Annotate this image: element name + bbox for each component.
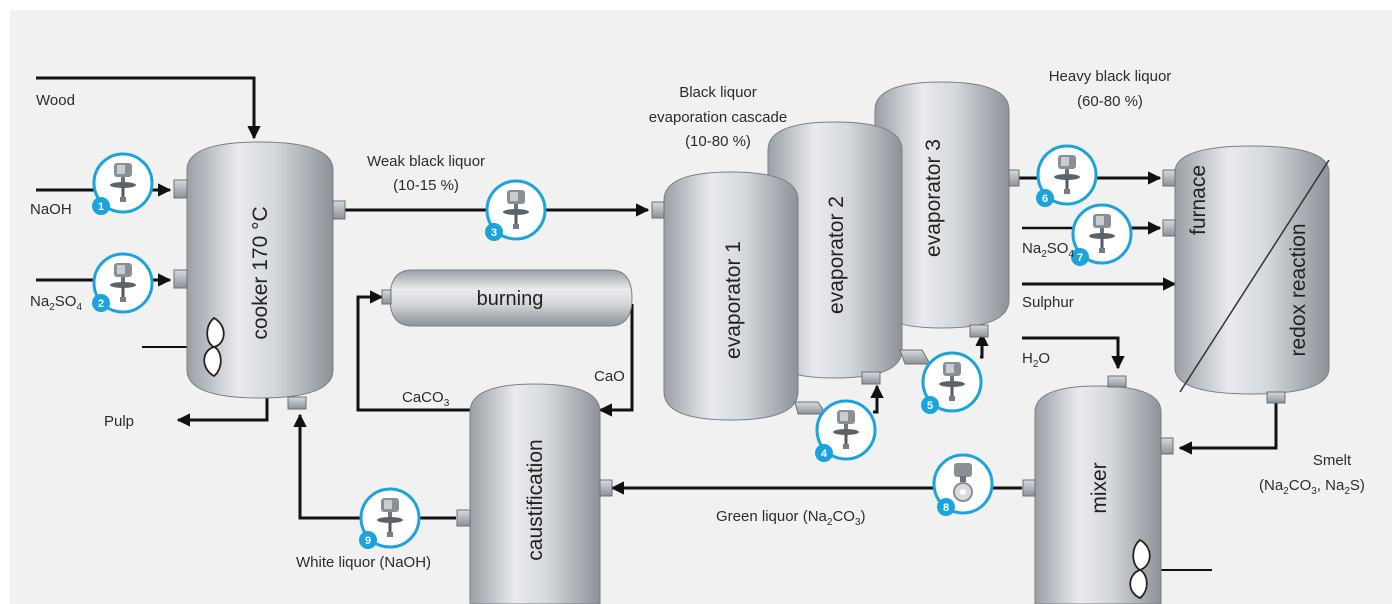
na2so4-cooker-label: Na2SO4 — [30, 293, 82, 313]
green-co: CO — [832, 508, 855, 525]
caustification-label: caustification — [524, 439, 547, 560]
cooker-vessel — [173, 141, 346, 410]
instrument-8[interactable]: 8 — [932, 453, 994, 516]
caco3-label: CaCO3 — [402, 389, 450, 409]
white-liquor-label: White liquor (NaOH) — [296, 554, 431, 571]
smelt-co: CO — [1289, 477, 1312, 494]
caustification-vessel — [456, 383, 613, 604]
weak-liquor-label-2: (10-15 %) — [393, 177, 459, 194]
heavy-liquor-label-1: Heavy black liquor — [1049, 68, 1172, 85]
mixer-label: mixer — [1088, 462, 1111, 513]
h2o-h: H — [1022, 350, 1033, 367]
wood-line — [36, 76, 261, 140]
na2so4-furnace-na: Na — [1022, 240, 1042, 257]
green-close: ) — [861, 508, 866, 525]
evaporator-1-vessel — [651, 171, 827, 421]
instrument-2[interactable]: 2 — [92, 252, 154, 314]
smelt-sub-1: 2 — [1283, 486, 1289, 497]
green-main: Green liquor (Na — [716, 508, 828, 525]
green-sub-1: 2 — [827, 517, 833, 528]
evap2-to-3-line-2 — [975, 332, 989, 359]
furnace-label: furnace — [1187, 165, 1210, 235]
smelt-na2: , Na — [1317, 477, 1345, 494]
white-liquor-line-2 — [293, 413, 360, 520]
green-liquor-label: Green liquor (Na2CO3) — [716, 508, 866, 528]
evap1-to-2-line-2 — [870, 384, 884, 414]
instrument-4[interactable]: 4 — [815, 399, 877, 462]
evaporator-3-label: evaporator 3 — [922, 139, 945, 257]
smelt-sub-3: 2 — [1344, 486, 1350, 497]
na2so4-cooker-na: Na — [30, 293, 50, 310]
instrument-7-number: 7 — [1077, 252, 1083, 264]
na2so4-cooker-sub: 2 — [49, 302, 55, 313]
instrument-9-number: 9 — [365, 535, 371, 547]
instrument-4-number: 4 — [821, 448, 828, 460]
mixer-agitator-icon — [1129, 538, 1151, 600]
cascade-label-3: (10-80 %) — [685, 133, 751, 150]
na2so4-cooker-sub2: 4 — [76, 302, 82, 313]
smelt-label-1: Smelt — [1313, 452, 1352, 469]
instrument-1[interactable]: 1 — [92, 152, 154, 215]
burning-label: burning — [477, 288, 544, 310]
smelt-s: S) — [1350, 477, 1365, 494]
na2so4-furnace-so: SO — [1047, 240, 1069, 257]
na2so4-cooker-so: SO — [55, 293, 77, 310]
green-sub-2: 3 — [855, 517, 861, 528]
instrument-6[interactable]: 6 — [1036, 144, 1098, 207]
flow-lines — [36, 76, 1278, 571]
evaporator-2-label: evaporator 2 — [825, 196, 848, 314]
h2o-sub: 2 — [1033, 359, 1039, 370]
caco3-line — [356, 290, 470, 412]
cooker-label: cooker 170 °C — [249, 206, 272, 339]
instrument-5-number: 5 — [927, 400, 933, 412]
cao-label: CaO — [594, 368, 625, 385]
furnace-vessel — [1162, 145, 1330, 404]
cao-line — [598, 304, 634, 417]
instrument-2-number: 2 — [98, 298, 104, 310]
cascade-label-1: Black liquor — [679, 84, 757, 101]
smelt-sub-2: 3 — [1311, 486, 1317, 497]
wood-label: Wood — [36, 92, 75, 109]
pulp-label: Pulp — [104, 413, 134, 430]
instrument-9[interactable]: 9 — [359, 487, 421, 549]
instrument-3-number: 3 — [491, 227, 497, 239]
instrument-7[interactable]: 7 — [1071, 203, 1133, 266]
evaporator-1-label: evaporator 1 — [722, 241, 745, 359]
mixer-vessel — [1022, 375, 1174, 604]
burning-vessel — [381, 269, 633, 327]
instrument-6-number: 6 — [1042, 193, 1048, 205]
na2so4-furnace-sub2: 4 — [1068, 249, 1074, 260]
instrument-8-number: 8 — [943, 502, 949, 514]
caco3-sub: 3 — [444, 398, 450, 409]
evaporator-3-vessel — [874, 81, 1020, 338]
caco3-main: CaCO — [402, 389, 444, 406]
h2o-line — [1022, 336, 1125, 370]
cooker-agitator-icon — [203, 316, 225, 378]
na2so4-furnace-sub: 2 — [1041, 249, 1047, 260]
redox-label: redox reaction — [1287, 223, 1310, 356]
instrument-5[interactable]: 5 — [921, 351, 983, 414]
h2o-label: H2O — [1022, 350, 1050, 370]
pulp-line — [176, 398, 269, 427]
instrument-1-number: 1 — [98, 201, 104, 213]
smelt-label-2: (Na2CO3, Na2S) — [1259, 477, 1365, 497]
cascade-label-2: evaporation cascade — [649, 109, 787, 126]
instrument-3[interactable]: 3 — [485, 179, 547, 241]
heavy-liquor-label-2: (60-80 %) — [1077, 93, 1143, 110]
naoh-label: NaOH — [30, 201, 72, 218]
weak-liquor-label-1: Weak black liquor — [367, 153, 485, 170]
sulphur-label: Sulphur — [1022, 294, 1074, 311]
h2o-o: O — [1038, 350, 1050, 367]
smelt-line — [1178, 403, 1278, 455]
na2so4-furnace-label: Na2SO4 — [1022, 240, 1074, 260]
smelt-na: (Na — [1259, 477, 1284, 494]
